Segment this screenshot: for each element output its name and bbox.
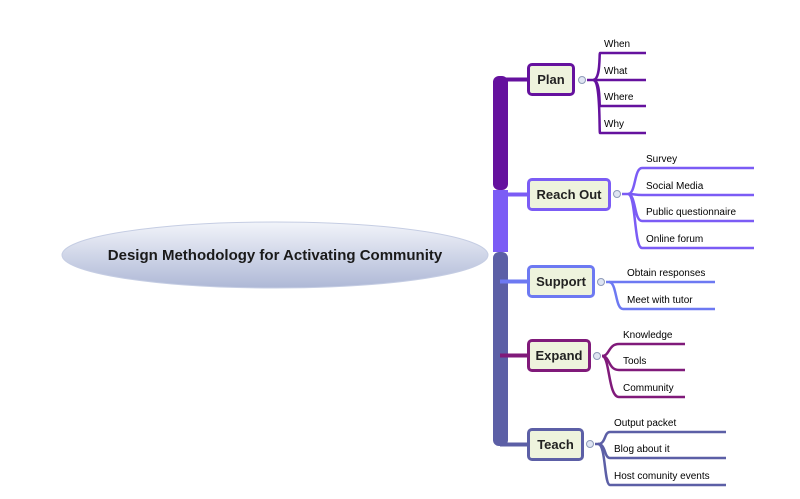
collapse-handle-icon[interactable] — [586, 440, 594, 448]
connector-links — [500, 51, 754, 487]
connector-trunk — [493, 76, 508, 446]
branch-topic-reach-out[interactable]: Reach Out — [527, 178, 611, 211]
leaf-topic[interactable]: When — [604, 39, 631, 50]
trunk-segment — [493, 76, 508, 190]
leaf-topic[interactable]: Social Media — [646, 181, 704, 192]
leaf-topic[interactable]: Community — [623, 383, 674, 394]
leaf-topic[interactable]: Where — [604, 92, 634, 103]
leaf-connector — [626, 192, 754, 250]
branch-topic-label: Expand — [535, 348, 583, 363]
leaf-topic[interactable]: Obtain responses — [627, 268, 706, 279]
branch-topic-expand[interactable]: Expand — [527, 339, 591, 372]
leaf-topic[interactable]: Survey — [646, 154, 678, 165]
collapse-handle-icon[interactable] — [593, 352, 601, 360]
collapse-handle-icon[interactable] — [613, 190, 621, 198]
leaf-topic[interactable]: Why — [604, 119, 624, 130]
collapse-handle-icon[interactable] — [578, 76, 586, 84]
leaf-topic[interactable]: What — [604, 66, 628, 77]
leaf-topic[interactable]: Output packet — [614, 418, 677, 429]
branch-topic-teach[interactable]: Teach — [527, 428, 584, 461]
collapse-handle-icon[interactable] — [597, 278, 605, 286]
branch-topic-label: Teach — [537, 437, 574, 452]
leaf-topic[interactable]: Online forum — [646, 234, 704, 245]
trunk-segment — [493, 252, 508, 446]
branch-topic-label: Reach Out — [536, 187, 602, 202]
leaf-connector — [601, 354, 685, 399]
leaf-topic[interactable]: Tools — [623, 356, 647, 367]
leaf-topic[interactable]: Host comunity events — [614, 471, 710, 482]
leaf-connector — [597, 442, 726, 487]
leaf-connector — [601, 342, 685, 358]
branch-topic-plan[interactable]: Plan — [527, 63, 575, 96]
branch-topic-support[interactable]: Support — [527, 265, 595, 298]
leaf-topic[interactable]: Meet with tutor — [627, 295, 693, 306]
leaf-topic[interactable]: Knowledge — [623, 330, 673, 341]
central-topic-shape[interactable] — [61, 221, 489, 289]
leaf-connector — [591, 78, 646, 135]
leaf-topic[interactable]: Public questionnaire — [646, 207, 737, 218]
leaf-connector — [608, 280, 715, 311]
leaf-connector — [627, 192, 754, 197]
branch-topic-label: Plan — [537, 72, 565, 87]
trunk-segment — [493, 190, 508, 252]
leaf-topic[interactable]: Blog about it — [614, 444, 670, 455]
branch-topic-label: Support — [536, 274, 586, 289]
leaf-connector — [597, 430, 726, 446]
